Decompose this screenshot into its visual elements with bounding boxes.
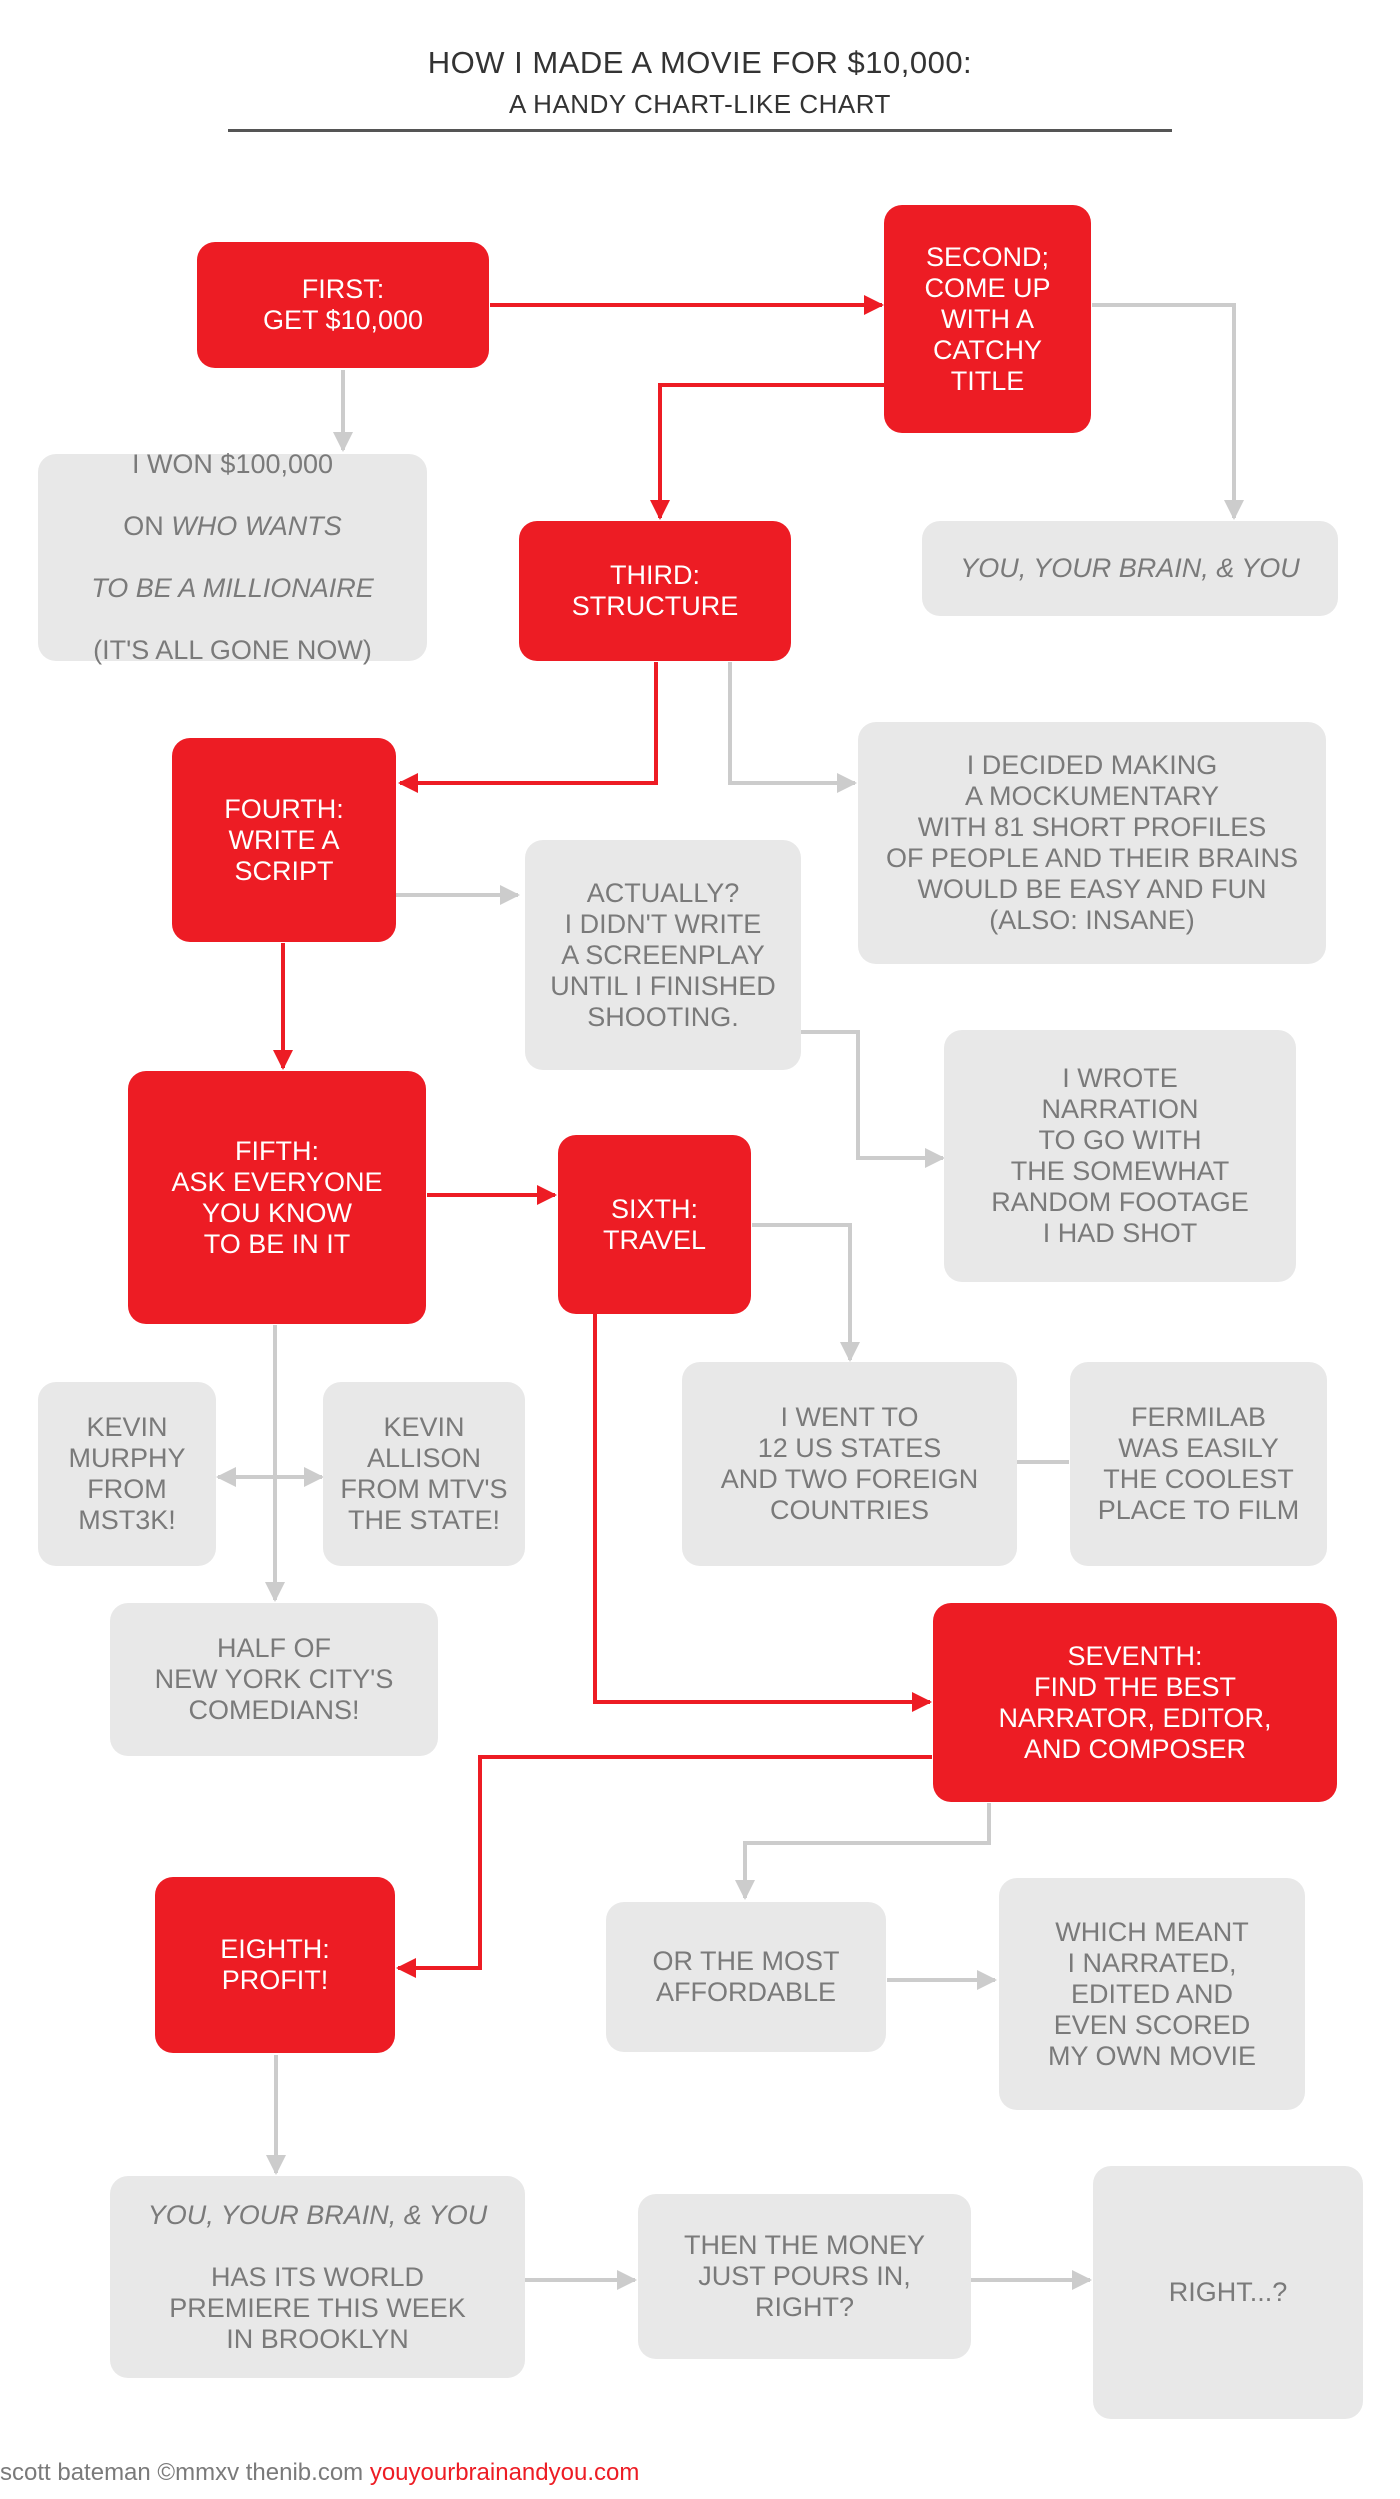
note-screenplay: ACTUALLY? I DIDN'T WRITE A SCREENPLAY UN…	[525, 840, 801, 1070]
note-won-show-name-1: WHO WANTS	[171, 511, 342, 541]
step-eighth: EIGHTH: PROFIT!	[155, 1877, 395, 2053]
arrow-sixth-to-states	[752, 1223, 860, 1362]
step-second: SECOND; COME UP WITH A CATCHY TITLE	[884, 205, 1091, 433]
footer-url-link[interactable]: youyourbrainandyou.com	[369, 2459, 640, 2486]
step-seventh-text: SEVENTH: FIND THE BEST NARRATOR, EDITOR,…	[998, 1640, 1272, 1764]
title-divider	[228, 129, 1172, 132]
step-sixth-text: SIXTH: TRAVEL	[602, 1193, 707, 1255]
note-mockumentary: I DECIDED MAKING A MOCKUMENTARY WITH 81 …	[858, 722, 1326, 964]
note-won-show-name-2: TO BE A MILLIONAIRE	[91, 573, 374, 603]
note-kevin-allison: KEVIN ALLISON FROM MTV'S THE STATE!	[323, 1382, 525, 1566]
step-first: FIRST: GET $10,000	[197, 242, 489, 368]
note-fermilab-text: FERMILAB WAS EASILY THE COOLEST PLACE TO…	[1097, 1402, 1300, 1525]
arrow-screenplay-to-narration	[801, 1030, 945, 1168]
arrow-seventh-to-affordable	[735, 1803, 991, 1900]
note-won-line5: (IT'S ALL GONE NOW)	[93, 635, 372, 665]
note-narrated: WHICH MEANT I NARRATED, EDITED AND EVEN …	[999, 1878, 1305, 2110]
note-narration-text: I WROTE NARRATION TO GO WITH THE SOMEWHA…	[991, 1063, 1249, 1248]
arrow-second-to-title	[1092, 303, 1244, 520]
note-money-text: THEN THE MONEY JUST POURS IN, RIGHT?	[683, 2230, 926, 2322]
note-kevin-allison-text: KEVIN ALLISON FROM MTV'S THE STATE!	[340, 1412, 508, 1535]
note-won-money-text: I WON $100,000 ON WHO WANTS TO BE A MILL…	[91, 418, 374, 697]
arrow-third-to-mockumentary	[728, 662, 857, 793]
note-kevin-murphy-text: KEVIN MURPHY FROM MST3K!	[68, 1412, 186, 1535]
arrow-second-to-third	[650, 383, 884, 520]
chart-subtitle: A HANDY CHART-LIKE CHART	[509, 89, 891, 119]
note-fermilab: FERMILAB WAS EASILY THE COOLEST PLACE TO…	[1070, 1362, 1327, 1566]
note-mockumentary-text: I DECIDED MAKING A MOCKUMENTARY WITH 81 …	[885, 750, 1299, 935]
note-right-text: RIGHT...?	[1168, 2277, 1288, 2307]
step-fifth: FIFTH: ASK EVERYONE YOU KNOW TO BE IN IT	[128, 1071, 426, 1324]
step-third: THIRD: STRUCTURE	[519, 521, 791, 661]
note-title-choice: YOU, YOUR BRAIN, & YOU	[922, 521, 1338, 616]
step-first-text: FIRST: GET $10,000	[262, 274, 424, 335]
step-fourth: FOURTH: WRITE A SCRIPT	[172, 738, 396, 942]
note-kevin-murphy: KEVIN MURPHY FROM MST3K!	[38, 1382, 216, 1566]
note-premiere: YOU, YOUR BRAIN, & YOU HAS ITS WORLD PRE…	[110, 2176, 525, 2378]
footer-credit: scott bateman ©mmxv thenib.com youyourbr…	[0, 2459, 639, 2487]
step-second-text: SECOND; COME UP WITH A CATCHY TITLE	[924, 241, 1051, 396]
step-sixth: SIXTH: TRAVEL	[558, 1135, 751, 1314]
note-comedians: HALF OF NEW YORK CITY'S COMEDIANS!	[110, 1603, 438, 1756]
note-right: RIGHT...?	[1093, 2166, 1363, 2419]
note-premiere-rest: HAS ITS WORLD PREMIERE THIS WEEK IN BROO…	[169, 2261, 466, 2354]
arrow-seventh-to-eighth	[396, 1755, 932, 1978]
chart-title-block: HOW I MADE A MOVIE FOR $10,000: A HANDY …	[0, 45, 1400, 120]
note-affordable: OR THE MOST AFFORDABLE	[606, 1902, 886, 2052]
arrow-sixth-to-seventh	[593, 1314, 932, 1712]
step-fifth-text: FIFTH: ASK EVERYONE YOU KNOW TO BE IN IT	[171, 1135, 383, 1259]
note-won-line2: ON WHO WANTS	[123, 511, 342, 541]
note-narration: I WROTE NARRATION TO GO WITH THE SOMEWHA…	[944, 1030, 1296, 1282]
step-third-text: THIRD: STRUCTURE	[571, 560, 739, 621]
note-states: I WENT TO 12 US STATES AND TWO FOREIGN C…	[682, 1362, 1017, 1566]
note-title-choice-text: YOU, YOUR BRAIN, & YOU	[960, 553, 1300, 583]
chart-title: HOW I MADE A MOVIE FOR $10,000:	[427, 45, 973, 80]
note-premiere-title: YOU, YOUR BRAIN, & YOU	[147, 2199, 488, 2230]
note-won-money: I WON $100,000 ON WHO WANTS TO BE A MILL…	[38, 449, 427, 665]
note-narrated-text: WHICH MEANT I NARRATED, EDITED AND EVEN …	[1047, 1916, 1256, 2071]
note-affordable-text: OR THE MOST AFFORDABLE	[652, 1946, 840, 2007]
note-screenplay-text: ACTUALLY? I DIDN'T WRITE A SCREENPLAY UN…	[550, 877, 776, 1032]
note-won-line1: I WON $100,000	[131, 449, 334, 479]
footer-credit-text: scott bateman ©mmxv thenib.com	[0, 2459, 370, 2486]
step-seventh: SEVENTH: FIND THE BEST NARRATOR, EDITOR,…	[933, 1603, 1337, 1802]
note-comedians-text: HALF OF NEW YORK CITY'S COMEDIANS!	[154, 1633, 394, 1725]
arrow-third-to-fourth	[398, 662, 658, 793]
note-premiere-text: YOU, YOUR BRAIN, & YOU HAS ITS WORLD PRE…	[148, 2169, 488, 2386]
note-money: THEN THE MONEY JUST POURS IN, RIGHT?	[638, 2194, 971, 2359]
step-fourth-text: FOURTH: WRITE A SCRIPT	[224, 793, 344, 886]
step-eighth-text: EIGHTH: PROFIT!	[220, 1934, 330, 1995]
note-states-text: I WENT TO 12 US STATES AND TWO FOREIGN C…	[720, 1402, 979, 1525]
